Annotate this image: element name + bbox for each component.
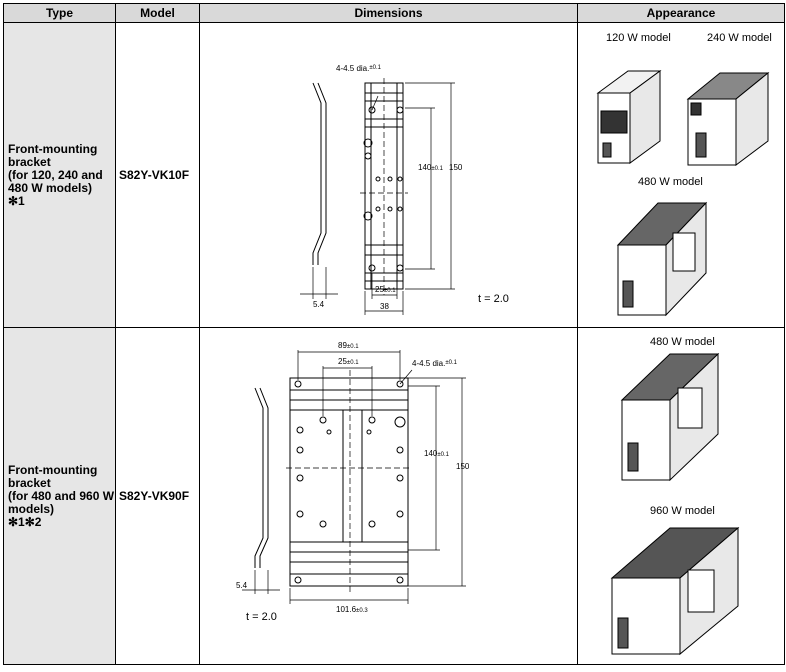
type-line: models)	[8, 501, 55, 516]
header-appearance: Appearance	[577, 3, 785, 23]
product-illustrations-row2	[610, 352, 740, 656]
label-38: 38	[380, 302, 389, 311]
model-cell: S82Y-VK90F	[115, 327, 200, 665]
product-120w-image	[596, 70, 662, 164]
label-holes: 4-4.5 dia.±0.1	[412, 359, 458, 368]
type-line: bracket	[8, 475, 51, 490]
dimensions-cell: 4-4.5 dia.±0.1 140±0.1 150 25±0.1 38 5.4…	[199, 22, 578, 328]
label-150: 150	[449, 163, 463, 172]
caption-480w: 480 W model	[650, 336, 715, 348]
product-illustrations-row1	[596, 70, 770, 317]
header-row: Type Model Dimensions Appearance	[3, 3, 785, 23]
label-25: 25±0.1	[338, 357, 359, 366]
header-model: Model	[115, 3, 200, 23]
type-cell: Front-mounting bracket (for 480 and 960 …	[3, 327, 116, 665]
dimensions-cell: 89±0.1 25±0.1 4-4.5 dia.±0.1 140±0.1 150…	[199, 327, 578, 665]
label-140: 140±0.1	[418, 163, 444, 172]
product-960w-image	[610, 526, 740, 656]
label-25: 25±0.1	[375, 285, 396, 294]
label-89: 89±0.1	[338, 341, 359, 350]
type-line: bracket	[8, 154, 51, 169]
label-140: 140±0.1	[424, 449, 450, 458]
product-480w-image	[620, 352, 720, 482]
bracket-drawing-vk10f: 4-4.5 dia.±0.1 140±0.1 150 25±0.1 38 5.4…	[300, 64, 509, 315]
header-type: Type	[3, 3, 116, 23]
caption-120w: 120 W model	[606, 32, 671, 44]
label-5-4: 5.4	[313, 300, 325, 309]
header-dimensions: Dimensions	[199, 3, 578, 23]
label-101-6: 101.6±0.3	[336, 605, 368, 614]
label-5-4: 5.4	[236, 581, 248, 590]
caption-240w: 240 W model	[707, 32, 772, 44]
label-150: 150	[456, 462, 470, 471]
label-holes: 4-4.5 dia.±0.1	[336, 64, 382, 73]
product-240w-image	[686, 71, 770, 166]
appearance-cell: 120 W model 240 W model 480 W model	[577, 22, 785, 328]
spec-table: Type Model Dimensions Appearance Front-m…	[3, 3, 785, 665]
type-line: Front-mounting	[8, 141, 98, 156]
type-line: Front-mounting	[8, 462, 98, 477]
appearance-cell: 480 W model 960 W model	[577, 327, 785, 665]
caption-480w: 480 W model	[638, 176, 703, 188]
product-480w-image	[616, 201, 708, 317]
table-row: Front-mounting bracket (for 480 and 960 …	[3, 327, 785, 665]
label-thickness: t = 2.0	[246, 611, 277, 623]
footnote-mark: ✻1✻2	[8, 514, 42, 529]
type-cell: Front-mounting bracket (for 120, 240 and…	[3, 22, 116, 328]
model-cell: S82Y-VK10F	[115, 22, 200, 328]
caption-960w: 960 W model	[650, 505, 715, 517]
type-line: (for 120, 240 and	[8, 167, 103, 182]
label-thickness: t = 2.0	[478, 293, 509, 305]
bracket-drawing-vk90f: 89±0.1 25±0.1 4-4.5 dia.±0.1 140±0.1 150…	[236, 341, 470, 623]
type-line: 480 W models)	[8, 180, 93, 195]
footnote-mark: ✻1	[8, 193, 25, 208]
table-row: Front-mounting bracket (for 120, 240 and…	[3, 22, 785, 328]
type-line: (for 480 and 960 W	[8, 488, 115, 503]
